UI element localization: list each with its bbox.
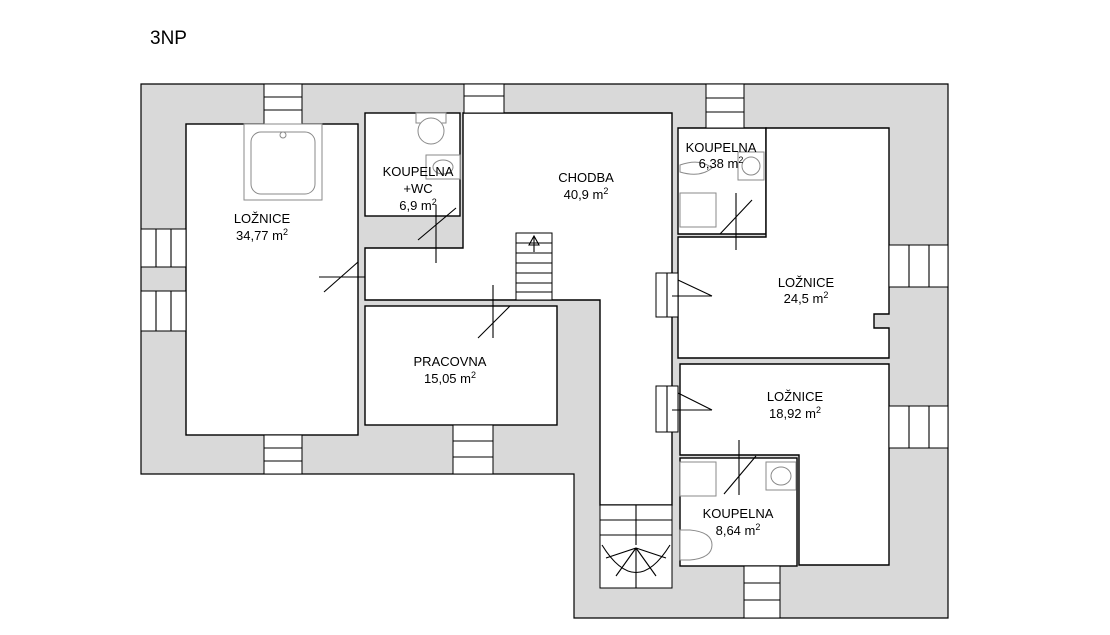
label-koupelna-638: KOUPELNA 6,38 m2 — [686, 140, 757, 171]
room-name: CHODBA — [558, 170, 614, 185]
door-loznice-1892 — [672, 392, 713, 411]
window-bottom-3 — [743, 565, 781, 619]
room-pracovna — [364, 305, 558, 426]
room-loznice-1892 — [679, 363, 890, 566]
window-chimney-2 — [655, 385, 679, 433]
room-name: LOŽNICE — [767, 389, 824, 404]
room-area: 40,9 m2 — [564, 186, 609, 202]
room-name: PRACOVNA — [414, 354, 487, 369]
room-name: LOŽNICE — [778, 275, 835, 290]
floor-label: 3NP — [150, 28, 187, 49]
label-koupelna-wc: KOUPELNA +WC 6,9 m2 — [383, 164, 454, 213]
window-right-2 — [888, 405, 949, 449]
label-koupelna-864: KOUPELNA 8,64 m2 — [703, 506, 774, 538]
room-area: 24,5 m2 — [784, 290, 829, 306]
door-loznice-245 — [672, 279, 713, 297]
window-top-2 — [463, 83, 505, 114]
staircase-spiral — [599, 504, 673, 589]
window-bottom-1 — [263, 434, 303, 475]
door-koupelna-wc — [417, 205, 457, 263]
shower-icon — [679, 461, 717, 497]
window-chimney-1 — [655, 272, 679, 318]
window-left-2 — [140, 290, 187, 332]
toilet-icon — [679, 161, 713, 175]
label-pracovna: PRACOVNA 15,05 m2 — [414, 354, 487, 386]
room-name-line2: +WC — [403, 181, 432, 196]
room-area: 15,05 m2 — [424, 370, 476, 386]
room-labels: LOŽNICE 34,77 m2 KOUPELNA +WC 6,9 m2 CHO… — [234, 140, 835, 538]
door-loznice-34 — [319, 261, 365, 293]
window-right-1 — [888, 244, 949, 288]
room-name: LOŽNICE — [234, 211, 291, 226]
room-name: KOUPELNA — [383, 164, 454, 179]
window-top-1 — [263, 83, 303, 125]
toilet-icon — [415, 112, 447, 145]
shower-icon — [679, 192, 717, 228]
staircase-straight — [515, 232, 553, 301]
window-bottom-2 — [452, 424, 494, 475]
label-chodba: CHODBA 40,9 m2 — [558, 170, 614, 202]
window-left-1 — [140, 228, 187, 268]
room-name: KOUPELNA — [686, 140, 757, 155]
room-area: 34,77 m2 — [236, 227, 288, 243]
door-koupelna-638 — [719, 193, 753, 250]
label-loznice-245: LOŽNICE 24,5 m2 — [778, 275, 835, 306]
door-pracovna — [477, 285, 511, 339]
sink-icon — [737, 151, 765, 181]
room-area: 8,64 m2 — [716, 522, 761, 538]
label-loznice-1892: LOŽNICE 18,92 m2 — [767, 389, 824, 421]
toilet-icon — [679, 529, 713, 561]
sink-icon — [765, 461, 797, 491]
room-name: KOUPELNA — [703, 506, 774, 521]
window-top-3 — [705, 83, 745, 129]
dashed-openings — [185, 229, 890, 567]
room-area: 18,92 m2 — [769, 405, 821, 421]
bathtub-icon — [243, 123, 323, 201]
room-chodba — [364, 112, 673, 506]
label-loznice-34: LOŽNICE 34,77 m2 — [234, 211, 291, 243]
door-koupelna-864 — [723, 440, 757, 495]
room-area: 6,38 m2 — [699, 155, 744, 171]
sink-icon — [425, 154, 461, 180]
doors — [319, 193, 757, 495]
fixtures — [243, 112, 797, 561]
room-area: 6,9 m2 — [399, 197, 437, 213]
